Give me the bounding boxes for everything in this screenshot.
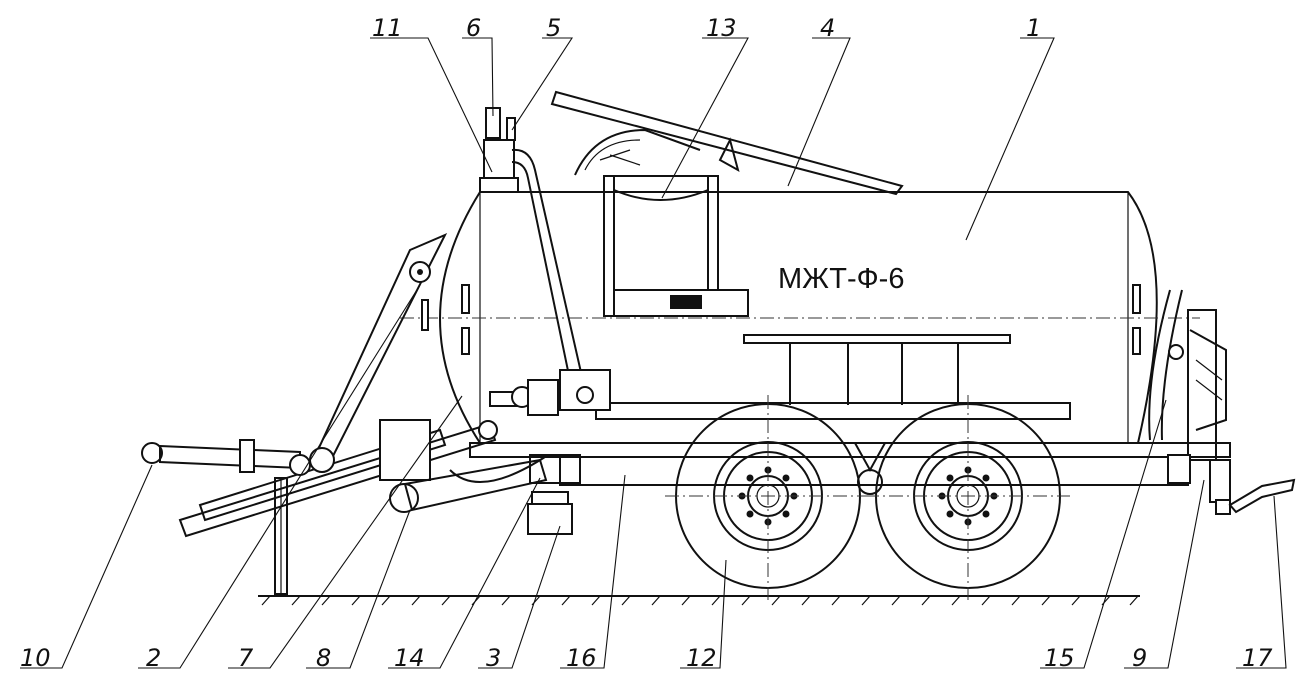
drain-pipe [389,454,581,535]
callout-11: 11 [372,14,403,42]
callout-9: 9 [1132,644,1147,672]
rear-assembly [1148,289,1296,515]
callout-8: 8 [316,644,331,672]
callout-17: 17 [1242,644,1273,672]
callout-5: 5 [546,14,561,42]
filler-pipe-assembly [479,107,586,391]
callout-12: 12 [686,644,717,672]
callout-3: 3 [486,644,501,672]
callout-6: 6 [466,14,481,42]
callout-7: 7 [238,644,254,672]
pto-shaft [141,439,335,476]
callout-13: 13 [706,14,737,42]
tank-body [400,191,1200,444]
callout-leaders [20,37,1287,669]
hatch-frame [603,175,749,317]
model-label: МЖТ-Ф-6 [778,263,904,295]
callout-2: 2 [146,644,161,672]
callout-4: 4 [820,14,835,42]
pump-block [489,369,611,416]
callout-16: 16 [566,644,597,672]
callout-10: 10 [20,644,51,672]
suction-boom [550,90,904,196]
drawbar [178,232,549,538]
callout-15: 15 [1044,644,1075,672]
wheel-front [665,395,870,600]
support-jack [274,477,288,595]
callout-14: 14 [394,644,425,672]
side-ladder [595,334,1071,420]
wheel-rear [865,395,1070,600]
chassis-frame [469,442,1231,495]
ground-line [258,595,1140,606]
callout-1: 1 [1026,14,1041,42]
